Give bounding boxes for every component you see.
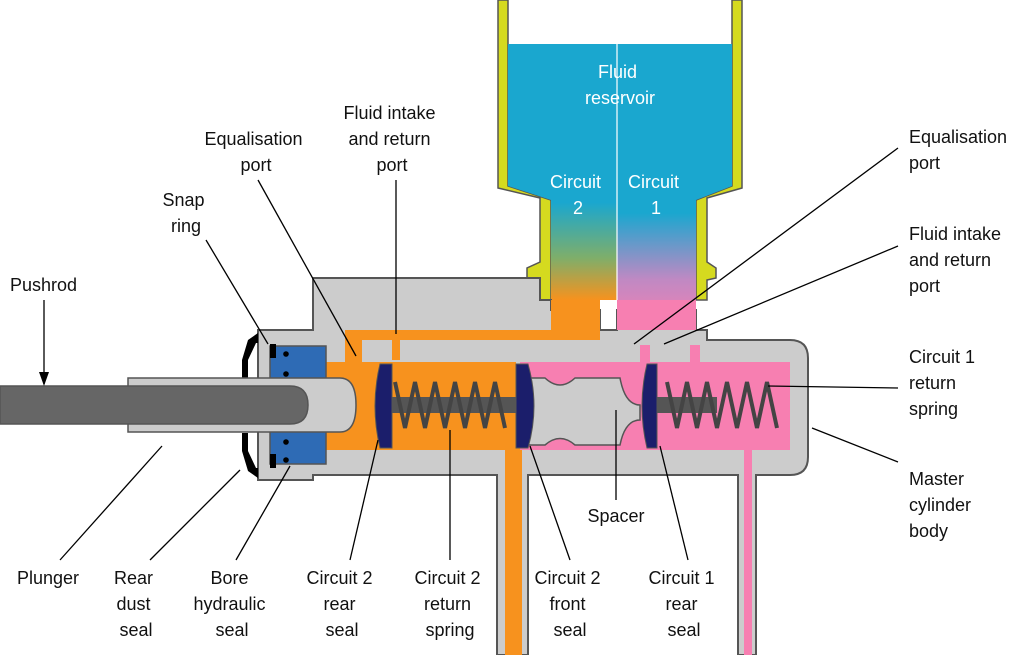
spacer xyxy=(519,377,641,446)
circuit2-rear-seal xyxy=(374,363,393,449)
circuit1-return-spring xyxy=(665,381,779,429)
reservoir-circuit1-label: Circuit 1 xyxy=(628,172,684,218)
label-bore-hydraulic-seal: Bore hydraulic seal xyxy=(193,568,270,640)
rear-dust-seal xyxy=(242,333,258,478)
snap-ring-lower xyxy=(270,454,276,468)
label-circuit2-rear-seal: Circuit 2 rear seal xyxy=(306,568,377,640)
label-equalisation-port-left: Equalisation port xyxy=(204,129,307,175)
snap-ring xyxy=(270,344,276,358)
reservoir-circuit2-label: Circuit 2 xyxy=(550,172,606,218)
circuit1-spring-rod xyxy=(655,397,717,413)
reservoir-circuit2-column xyxy=(551,150,617,300)
circuit2-return-spring xyxy=(393,381,507,429)
pushrod xyxy=(0,385,309,425)
label-circuit2-return-spring: Circuit 2 return spring xyxy=(414,568,485,640)
label-equalisation-port-right: Equalisation port xyxy=(909,127,1012,173)
label-master-cylinder-body: Master cylinder body xyxy=(909,469,976,541)
label-rear-dust-seal: Rear dust seal xyxy=(114,568,158,640)
label-circuit2-front-seal: Circuit 2 front seal xyxy=(534,568,605,640)
label-circuit1-rear-seal: Circuit 1 rear seal xyxy=(648,568,719,640)
label-circuit1-return-spring: Circuit 1 return spring xyxy=(909,347,980,419)
circuit1-rear-seal xyxy=(641,363,658,449)
label-plunger: Plunger xyxy=(17,568,79,588)
label-snap-ring: Snap ring xyxy=(162,190,209,236)
label-fluid-intake-right: Fluid intake and return port xyxy=(909,224,1006,296)
label-spacer: Spacer xyxy=(587,506,644,526)
leader-lines xyxy=(39,147,899,561)
circuit2-front-seal xyxy=(515,363,535,449)
label-fluid-intake-left: Fluid intake and return port xyxy=(343,103,440,175)
reservoir-title: Fluid reservoir xyxy=(585,62,655,108)
label-pushrod: Pushrod xyxy=(10,275,77,295)
bore-seal-dots xyxy=(283,351,289,463)
